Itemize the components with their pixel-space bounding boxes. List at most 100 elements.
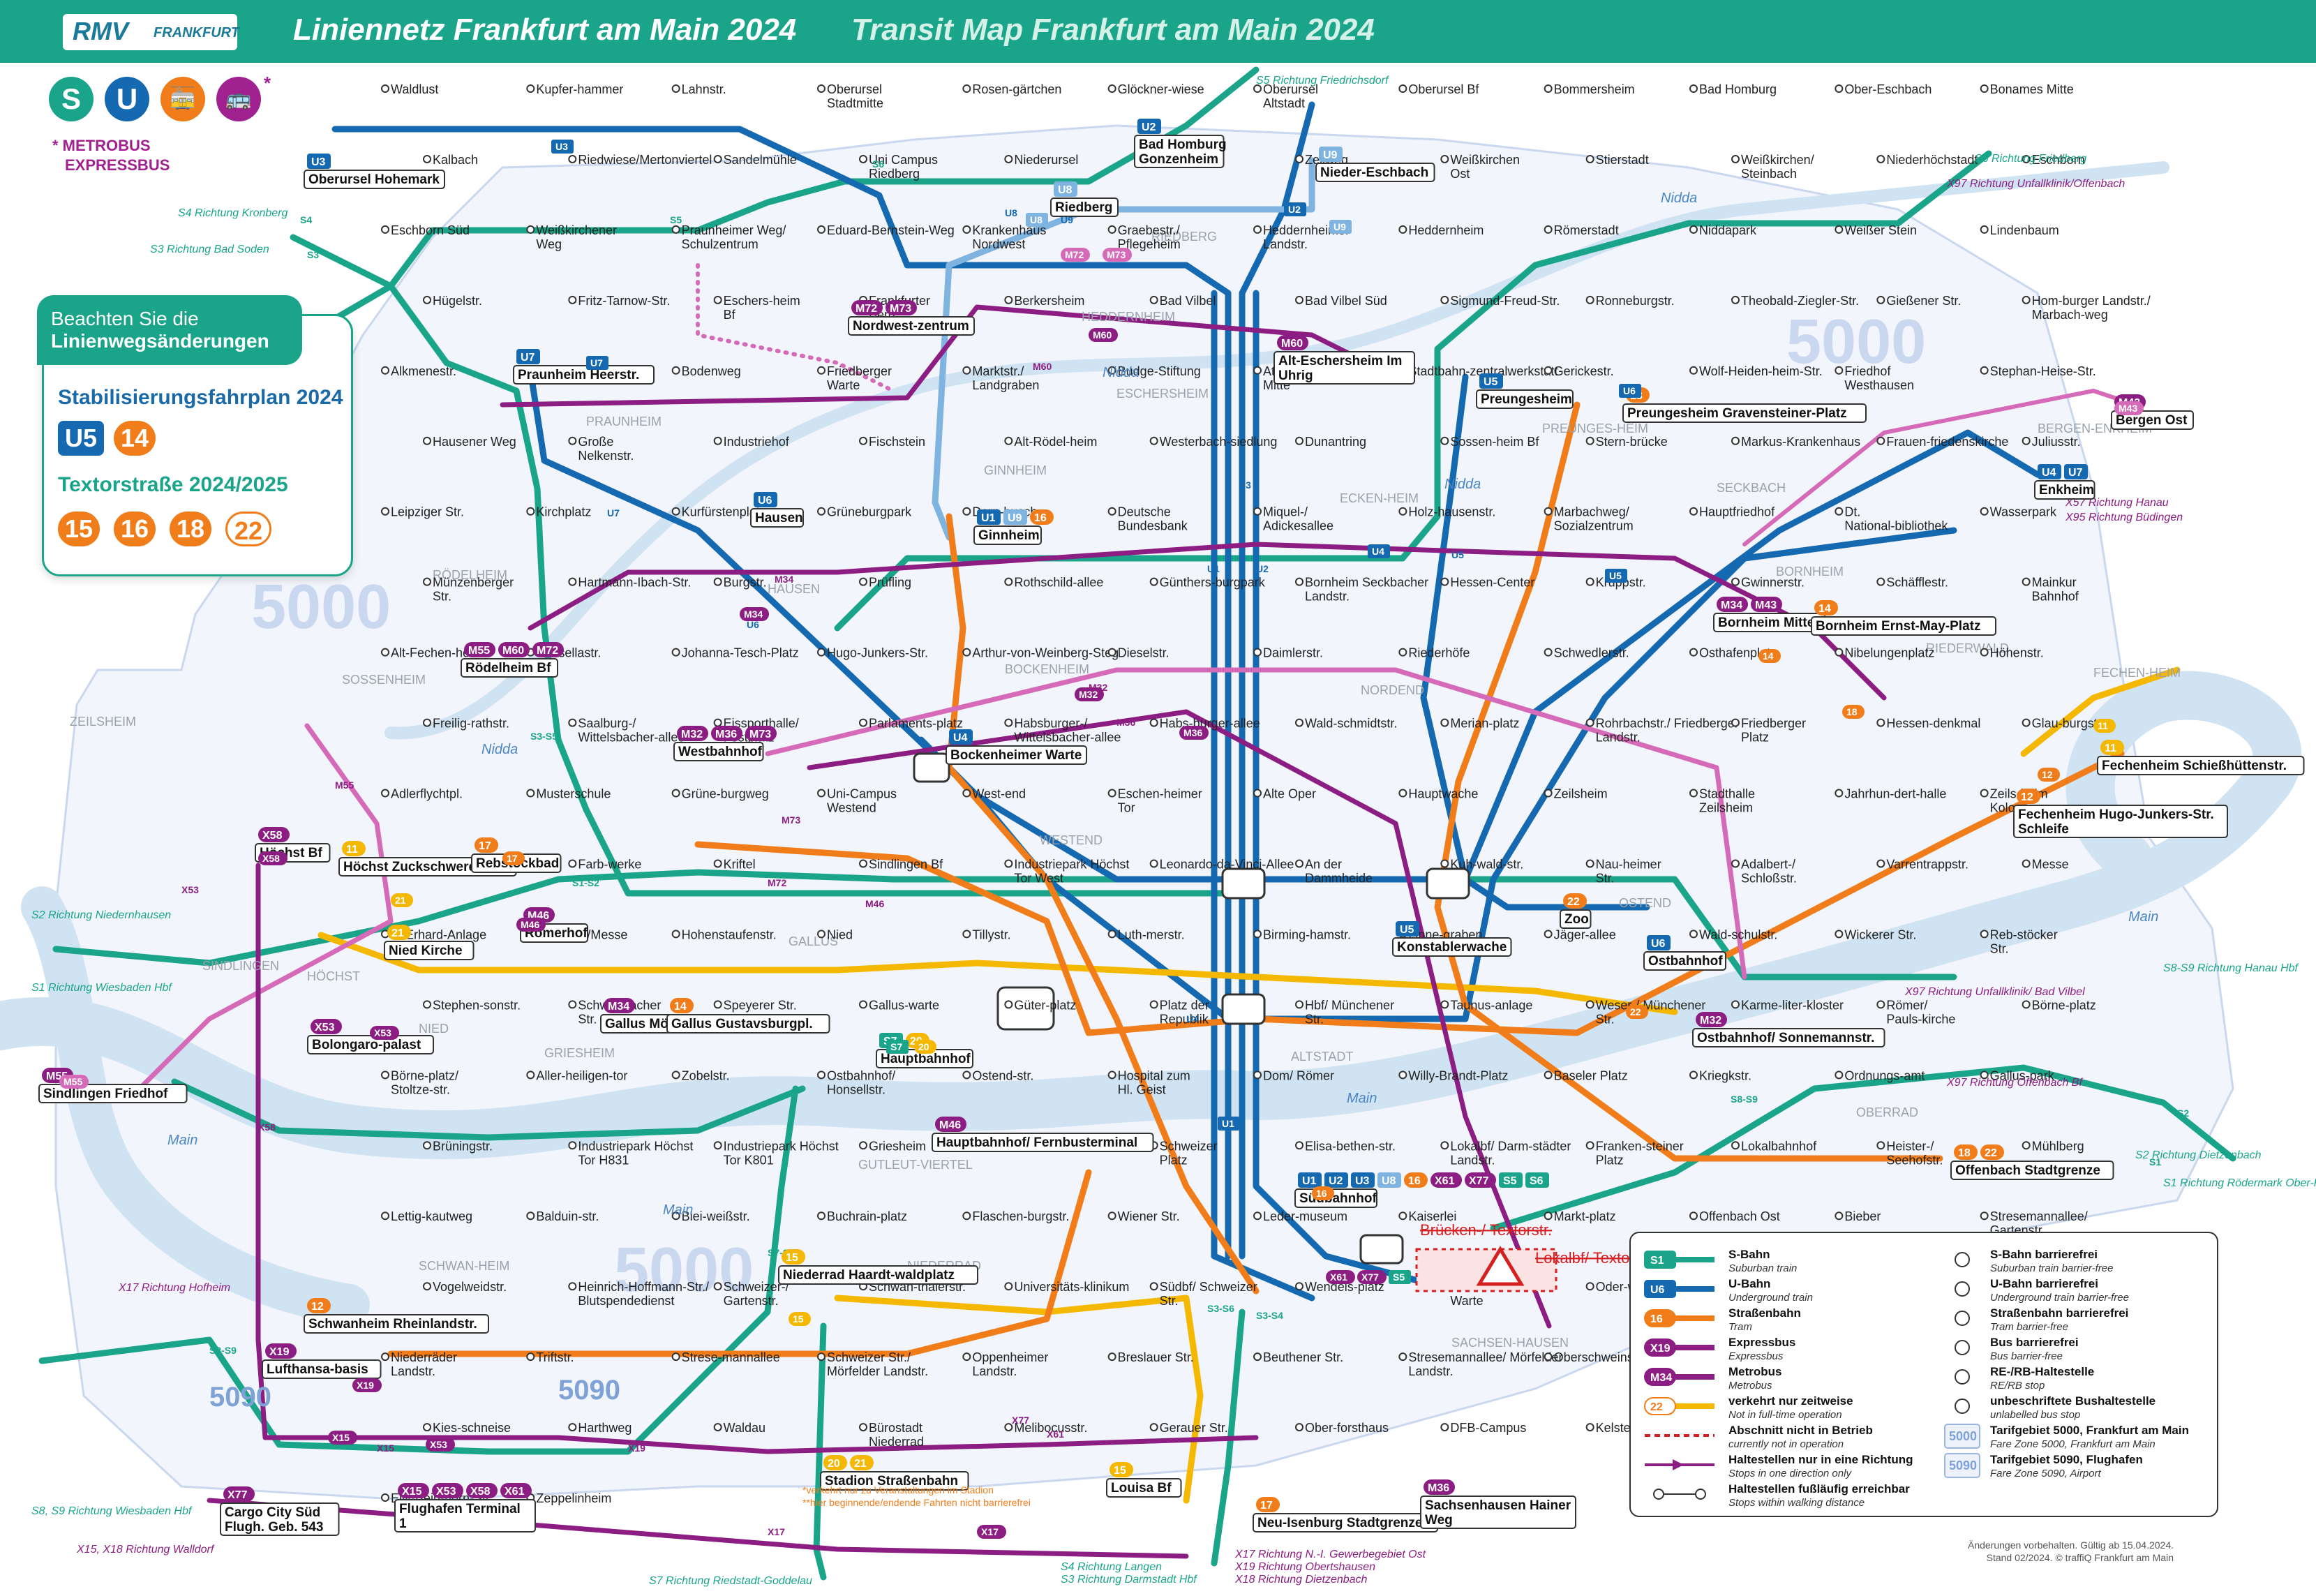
station[interactable]: Vogelweidstr. (423, 1280, 507, 1294)
station[interactable]: Merian-platz (1440, 717, 1519, 731)
station[interactable]: Balduin-str. (526, 1209, 599, 1223)
hub-willy-brandt-platz[interactable] (1221, 993, 1266, 1025)
terminus-box[interactable]: S720Hauptbahnhof (876, 1033, 973, 1068)
station[interactable]: Ostbahnhof/Honsellstr. (817, 1068, 895, 1096)
station[interactable]: Adalbert-/Schloßstr. (1731, 857, 1797, 885)
station[interactable]: Graebestr./Pflegeheim (1107, 223, 1181, 251)
station[interactable]: Offenbach Ost (1689, 1209, 1780, 1223)
station[interactable]: Juliusstr. (2022, 435, 2081, 449)
rmv-logo[interactable]: RMV FRANKFURT (63, 14, 239, 50)
station[interactable]: Wald-schmidtstr. (1295, 717, 1397, 731)
station[interactable]: Birming-hamstr. (1253, 927, 1351, 941)
station[interactable]: Harthweg (568, 1421, 632, 1435)
hub-hauptbahnhof[interactable] (996, 986, 1055, 1031)
station[interactable]: Hom-burger Landstr./Marbach-weg (2022, 294, 2151, 322)
station[interactable]: Alte Oper (1253, 787, 1316, 801)
station[interactable]: Buchrain-platz (817, 1209, 907, 1223)
station[interactable]: Aller-heiligen-tor (526, 1068, 627, 1082)
station[interactable]: Gerickestr. (1544, 364, 1614, 378)
station[interactable]: Parlaments-platz (859, 717, 963, 731)
station[interactable]: Niederursel (1004, 153, 1078, 167)
station[interactable]: Kirchplatz (526, 505, 591, 519)
station[interactable]: Stephen-sonstr. (423, 998, 521, 1012)
station[interactable]: Osthafenplatz (1689, 646, 1777, 660)
station[interactable]: Willy-Brandt-Platz (1398, 1068, 1508, 1082)
station[interactable]: Frauen-friedenskirche (1876, 435, 2008, 449)
station[interactable]: Rosen-gärtchen (962, 82, 1061, 96)
station[interactable]: Ostend-str. (962, 1068, 1033, 1082)
station[interactable]: Glöckner-wiese (1107, 82, 1204, 96)
station[interactable]: Kuh-wald-str. (1440, 857, 1523, 871)
station[interactable]: Blei-weißstr. (671, 1209, 750, 1223)
station[interactable]: Zeppelinheim (526, 1491, 611, 1505)
station[interactable]: Bonames Mitte (1980, 82, 2074, 96)
station[interactable]: Holz-hausenstr. (1398, 505, 1495, 519)
station[interactable]: Bieber (1835, 1209, 1881, 1223)
station[interactable]: Miquel-/Adickesallee (1253, 505, 1333, 533)
station[interactable]: Bad Vilbel (1149, 294, 1216, 308)
station[interactable]: Riederhöfe (1398, 646, 1470, 660)
station[interactable]: Rothschild-allee (1004, 576, 1103, 590)
station[interactable]: Güter-platz (1004, 998, 1076, 1012)
station[interactable]: Niddapark (1689, 223, 1757, 237)
station[interactable]: Jahrhun-dert-halle (1835, 787, 1946, 801)
station[interactable]: Dunantring (1295, 435, 1366, 449)
station[interactable]: Lindenbaum (1980, 223, 2059, 237)
station[interactable]: Kriegkstr. (1689, 1068, 1751, 1082)
station[interactable]: Dt.National-bibliothek (1835, 505, 1948, 533)
station[interactable]: Kupfer-hammer (526, 82, 623, 96)
station[interactable]: Daimlerstr. (1253, 646, 1323, 660)
station[interactable]: Kalbach (423, 153, 478, 167)
station[interactable]: Messe (2022, 857, 2069, 871)
station[interactable]: Sindlingen Bf (859, 857, 943, 871)
station[interactable]: Gießener Str. (1876, 294, 1961, 308)
station[interactable]: Praunheimer Weg/Schulzentrum (671, 223, 786, 251)
station[interactable]: Börne-platz/Stoltze-str. (381, 1068, 458, 1096)
station[interactable]: Strese-mannallee (671, 1350, 780, 1364)
station[interactable]: Habsburger-/Wittelsbacher-allee (1004, 717, 1121, 745)
station[interactable]: Universitäts-klinikum (1004, 1280, 1129, 1294)
station[interactable]: Alkmenestr. (381, 364, 456, 378)
station[interactable]: Theobald-Ziegler-Str. (1731, 294, 1859, 308)
station[interactable]: Wickerer Str. (1835, 927, 1916, 941)
station[interactable]: West-end (962, 787, 1026, 801)
station[interactable]: Hauptfriedhof (1689, 505, 1775, 519)
station[interactable]: Sigmund-Freud-Str. (1440, 294, 1560, 308)
